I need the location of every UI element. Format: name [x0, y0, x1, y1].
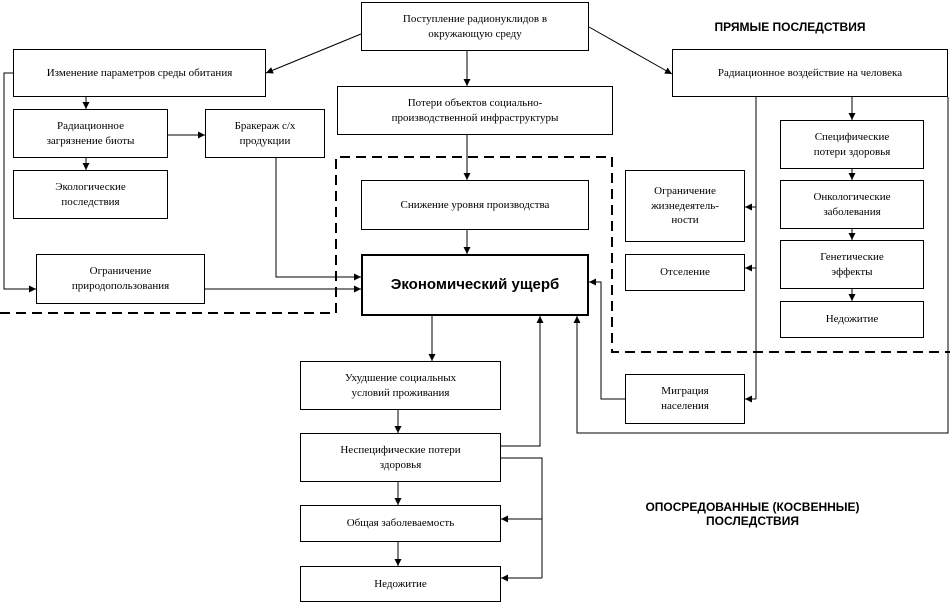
- box-resettle: Отселение: [625, 254, 745, 291]
- arrow-env-to-nature: [3, 72, 36, 293]
- label-indirect-consequences: ОПОСРЕДОВАННЫЕ (КОСВЕННЫЕ) ПОСЛЕДСТВИЯ: [645, 500, 860, 528]
- box-genetic: Генетические эффекты: [780, 240, 924, 289]
- label-direct-consequences: ПРЯМЫЕ ПОСЛЕДСТВИЯ: [714, 20, 866, 34]
- box-economic-damage: Экономический ущерб: [361, 254, 589, 316]
- box-production: Снижение уровня производства: [361, 180, 589, 230]
- box-oncology: Онкологические заболевания: [780, 180, 924, 229]
- box-nature-use: Ограничение природопользования: [36, 254, 205, 304]
- box-life-limit: Ограничение жизнедеятель- ности: [625, 170, 745, 242]
- box-nonspecific: Неспецифические потери здоровья: [300, 433, 501, 482]
- box-infra-loss: Потери объектов социально- производствен…: [337, 86, 613, 135]
- dashed-boundary-left: [0, 156, 950, 353]
- arrow-reject-to-damage: [275, 158, 361, 281]
- arrow-source-to-impact: [588, 26, 673, 75]
- arrow-nonspecific-to-damage: [501, 316, 544, 447]
- box-reject: Бракераж с/х продукции: [205, 109, 325, 158]
- arrow-right-loop-to-damage: [573, 97, 949, 434]
- arrow-migration-to-damage: [589, 278, 625, 400]
- box-morbidity: Общая заболеваемость: [300, 505, 501, 542]
- box-rad-impact: Радиационное воздействие на человека: [672, 49, 948, 97]
- box-specific-health: Специфические потери здоровья: [780, 120, 924, 169]
- box-underlife-right: Недожитие: [780, 301, 924, 338]
- box-env-change: Изменение параметров среды обитания: [13, 49, 266, 97]
- box-underlife-bottom: Недожитие: [300, 566, 501, 602]
- box-eco: Экологические последствия: [13, 170, 168, 219]
- box-social: Ухудшение социальных условий проживания: [300, 361, 501, 410]
- line-nonspecific-side: [501, 457, 543, 578]
- box-source: Поступление радионуклидов в окружающую с…: [361, 2, 589, 51]
- box-biota: Радиационное загрязнение биоты: [13, 109, 168, 158]
- box-migration: Миграция населения: [625, 374, 745, 424]
- arrow-source-to-env: [265, 33, 362, 74]
